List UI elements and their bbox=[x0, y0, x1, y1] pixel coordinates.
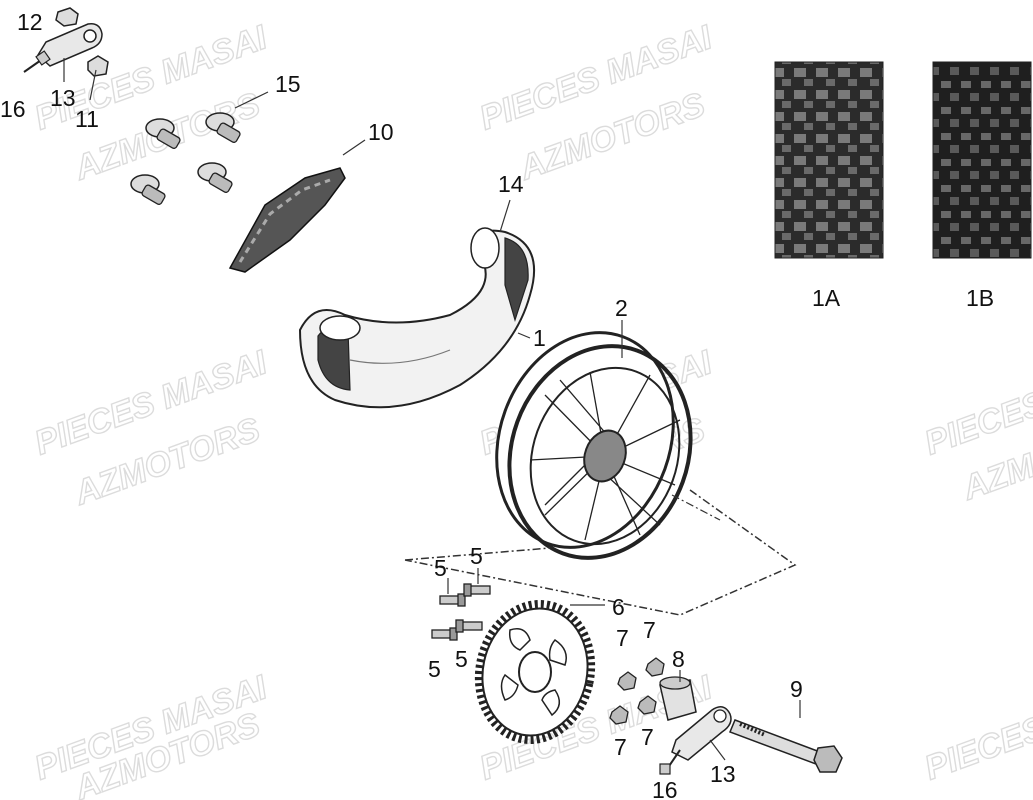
callout-2: 2 bbox=[615, 295, 628, 321]
callout-5: 5 bbox=[434, 555, 447, 581]
part-15-bolts bbox=[130, 112, 241, 205]
callout-11: 11 bbox=[75, 106, 99, 132]
tread-photo-1a bbox=[774, 61, 884, 259]
callout-7: 7 bbox=[641, 724, 654, 750]
watermark-text: PIECES bbox=[920, 709, 1033, 787]
leader-lines bbox=[63, 58, 801, 761]
part-9-axle bbox=[729, 719, 843, 773]
part-12-nut bbox=[55, 7, 79, 27]
callout-10: 10 bbox=[368, 119, 394, 145]
part-1-tire bbox=[298, 227, 536, 409]
callout-7: 7 bbox=[643, 617, 656, 643]
watermark-text: AZM bbox=[957, 446, 1033, 507]
part-13-chain-adjuster-bottom bbox=[671, 706, 732, 761]
part-16-bolt-bottom bbox=[659, 749, 681, 775]
part-10-chain-guide bbox=[228, 167, 346, 273]
callout-5: 5 bbox=[470, 543, 483, 569]
part-11-nut bbox=[87, 55, 109, 77]
callout-5: 5 bbox=[455, 646, 468, 672]
tread-photo-1b bbox=[932, 61, 1032, 259]
callout-13: 13 bbox=[50, 85, 76, 111]
callout-7: 7 bbox=[614, 734, 627, 760]
callout-15: 15 bbox=[275, 71, 301, 97]
callout-7: 7 bbox=[616, 625, 629, 651]
callout-12: 12 bbox=[17, 9, 43, 35]
part-2-wheel bbox=[495, 331, 693, 560]
callout-14: 14 bbox=[498, 171, 524, 197]
callout-1b: 1B bbox=[966, 285, 994, 311]
axle-centerline bbox=[671, 494, 721, 521]
assembly-outline bbox=[404, 489, 797, 616]
callout-6: 6 bbox=[612, 594, 625, 620]
part-8-spacer bbox=[659, 676, 697, 721]
callout-16: 16 bbox=[0, 96, 26, 122]
callout-1: 1 bbox=[533, 325, 546, 351]
part-6-sprocket bbox=[474, 600, 596, 744]
callout-8: 8 bbox=[672, 646, 685, 672]
part-16-bolt bbox=[23, 50, 51, 73]
part-5-bolts bbox=[431, 583, 491, 641]
callout-5: 5 bbox=[428, 656, 441, 682]
callout-13: 13 bbox=[710, 761, 736, 787]
callout-9: 9 bbox=[790, 676, 803, 702]
part-13-chain-adjuster bbox=[37, 22, 103, 67]
callout-labels: 12 16 13 11 15 10 14 1 2 1A 1B 5 5 5 5 6… bbox=[0, 9, 994, 800]
callout-1a: 1A bbox=[812, 285, 841, 311]
callout-16: 16 bbox=[652, 777, 678, 800]
part-7-nuts bbox=[609, 657, 665, 725]
